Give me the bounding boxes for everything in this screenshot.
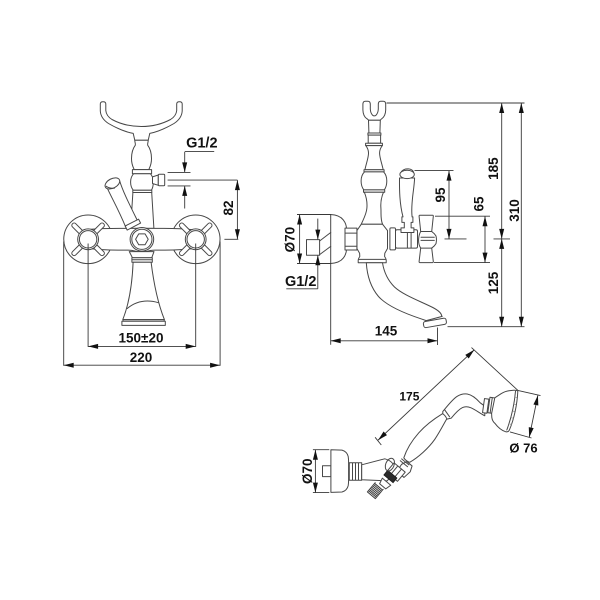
svg-text:310: 310 bbox=[507, 199, 522, 222]
svg-text:G1/2: G1/2 bbox=[285, 274, 316, 290]
svg-text:82: 82 bbox=[221, 200, 236, 215]
svg-text:95: 95 bbox=[433, 187, 448, 203]
svg-text:Ø 76: Ø 76 bbox=[509, 441, 537, 456]
svg-text:125: 125 bbox=[486, 271, 501, 294]
svg-text:175: 175 bbox=[399, 390, 419, 404]
svg-text:150±20: 150±20 bbox=[119, 330, 164, 345]
svg-text:145: 145 bbox=[375, 324, 398, 339]
svg-text:65: 65 bbox=[472, 196, 487, 212]
svg-text:185: 185 bbox=[486, 157, 501, 180]
svg-text:G1/2: G1/2 bbox=[186, 135, 217, 151]
svg-text:Ø70: Ø70 bbox=[283, 227, 298, 253]
svg-text:Ø70: Ø70 bbox=[300, 458, 315, 484]
svg-text:220: 220 bbox=[130, 350, 153, 365]
